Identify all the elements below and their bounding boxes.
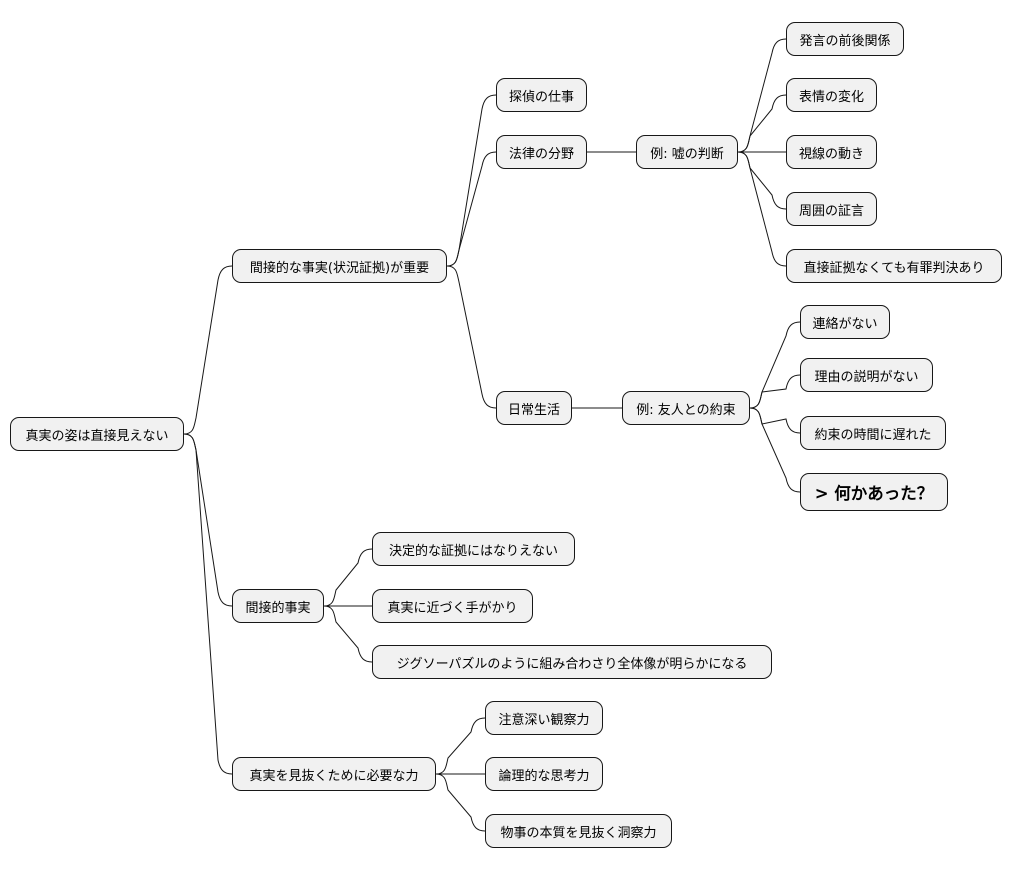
connector-line xyxy=(737,94,787,153)
node-legal-field: 法律の分野 xyxy=(496,135,587,169)
connector-line xyxy=(749,321,801,409)
node-skill-item: 注意深い観察力 xyxy=(485,701,603,735)
node-daily-item: 連絡がない xyxy=(800,305,890,339)
node-legal-example: 例: 嘘の判断 xyxy=(636,135,738,169)
node-indirect-item: 決定的な証拠にはなりえない xyxy=(372,532,575,566)
node-daily-item: 約束の時間に遅れた xyxy=(800,416,946,450)
root-node: 真実の姿は直接見えない xyxy=(10,417,184,451)
node-indirect-item: 真実に近づく手がかり xyxy=(372,589,533,623)
connector-line xyxy=(749,407,801,434)
connector-line xyxy=(737,151,787,267)
connector-line xyxy=(183,433,233,607)
node-daily-example: 例: 友人との約束 xyxy=(622,391,750,425)
connector-line xyxy=(446,265,497,409)
node-skill-item: 物事の本質を見抜く洞察力 xyxy=(485,814,672,848)
node-daily-item: 理由の説明がない xyxy=(800,358,933,392)
connector-line xyxy=(183,265,233,435)
node-skill-item: 論理的な思考力 xyxy=(485,757,603,791)
connector-line xyxy=(435,773,486,832)
node-daily-life: 日常生活 xyxy=(496,391,572,425)
connector-line xyxy=(737,151,787,210)
connector-line xyxy=(749,374,801,409)
node-indirect-facts: 間接的事実 xyxy=(232,589,324,623)
node-daily-conclusion: > 何かあった？ xyxy=(800,473,948,511)
node-indirect-item: ジグソーパズルのように組み合わさり全体像が明らかになる xyxy=(372,645,772,679)
connector-line xyxy=(737,38,787,153)
node-required-skills: 真実を見抜くために必要な力 xyxy=(232,757,436,791)
node-legal-item: 表情の変化 xyxy=(786,78,877,112)
node-legal-item: 発言の前後関係 xyxy=(786,22,904,56)
connector-line xyxy=(435,717,486,775)
connector-line xyxy=(446,151,497,267)
node-detective-work: 探偵の仕事 xyxy=(496,78,587,112)
connector-line xyxy=(323,605,373,663)
connector-line xyxy=(749,407,801,493)
connector-line xyxy=(183,433,233,775)
node-legal-item: 直接証拠なくても有罪判決あり xyxy=(786,249,1002,283)
node-legal-item: 周囲の証言 xyxy=(786,192,877,226)
node-legal-item: 視線の動き xyxy=(786,135,877,169)
connector-line xyxy=(446,94,497,267)
node-indirect-facts-important: 間接的な事実(状況証拠)が重要 xyxy=(232,249,447,283)
connector-line xyxy=(323,548,373,607)
